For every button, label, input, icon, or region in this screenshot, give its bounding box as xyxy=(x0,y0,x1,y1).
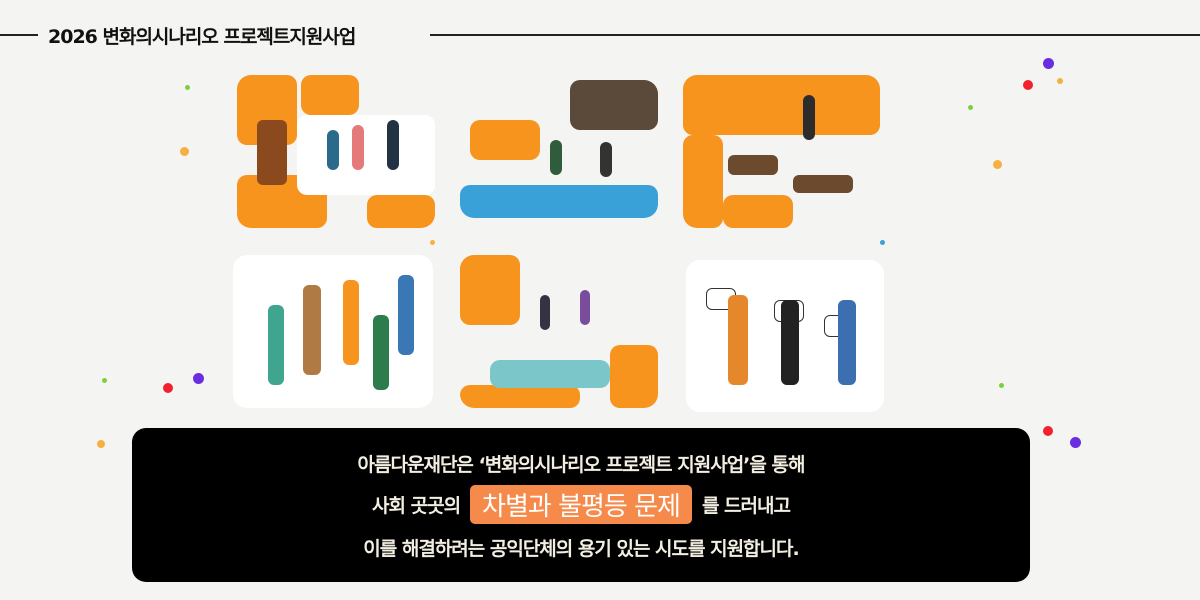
illustration-people-holding-signs xyxy=(686,260,884,412)
title-rule-left xyxy=(0,34,38,36)
line-2-suffix: 를 드러내고 xyxy=(701,495,791,517)
highlight-badge: 차별과 불평등 문제 xyxy=(470,485,692,524)
page-title: 2026 변화의시나리오 프로젝트지원사업 xyxy=(48,26,356,48)
title-rule-right xyxy=(430,34,1200,36)
line-2-prefix: 사회 곳곳의 xyxy=(372,495,461,517)
illustration-community-gathering xyxy=(237,75,435,228)
illustration-park-river xyxy=(460,255,658,408)
illustration-workshop-tables xyxy=(683,75,880,228)
illustration-crowd-conversation xyxy=(233,255,433,408)
description-line-2: 사회 곳곳의 차별과 불평등 문제 를 드러내고 xyxy=(132,485,1030,524)
illustration-library-river xyxy=(460,80,658,218)
description-line-3: 이를 해결하려는 공익단체의 용기 있는 시도를 지원합니다. xyxy=(363,538,799,560)
description-panel: 아름다운재단은 ‘변화의시나리오 프로젝트 지원사업’을 통해 사회 곳곳의 차… xyxy=(132,428,1030,582)
description-line-1: 아름다운재단은 ‘변화의시나리오 프로젝트 지원사업’을 통해 xyxy=(357,454,806,476)
